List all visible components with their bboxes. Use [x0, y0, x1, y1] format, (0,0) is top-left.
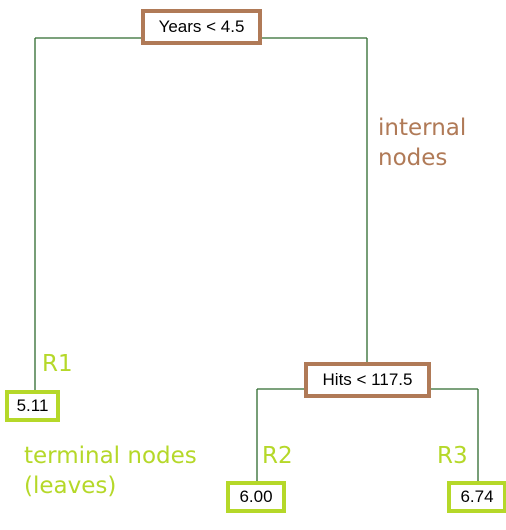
internal-nodes-annotation: internal nodes	[378, 113, 466, 174]
internal-node-years: Years < 4.5	[141, 9, 262, 45]
region-label-r2: R2	[262, 443, 293, 469]
leaf-node-r2: 6.00	[226, 481, 286, 513]
region-label-r1: R1	[42, 351, 73, 377]
terminal-nodes-annotation: terminal nodes (leaves)	[24, 441, 197, 502]
terminal-annotation-line1: terminal nodes	[24, 443, 197, 469]
region-label-r3: R3	[437, 443, 468, 469]
internal-node-hits: Hits < 117.5	[304, 362, 431, 398]
internal-annotation-line1: internal	[378, 115, 467, 141]
leaf-node-r1: 5.11	[5, 390, 60, 422]
internal-annotation-line2: nodes	[378, 145, 448, 172]
leaf-node-r3: 6.74	[447, 481, 506, 513]
terminal-annotation-line2: (leaves)	[24, 473, 117, 500]
